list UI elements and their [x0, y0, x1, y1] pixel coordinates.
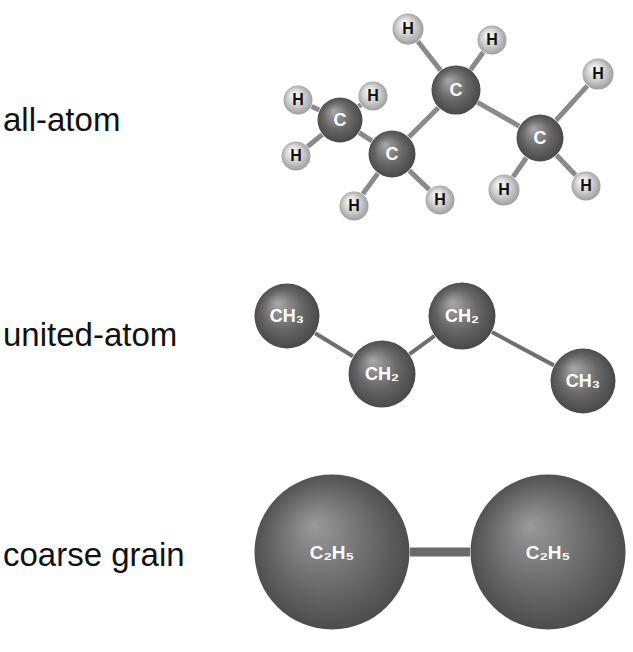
coarse-grain-bead: C₂H₅ [470, 474, 626, 630]
bond-line [312, 106, 320, 110]
bond-line [359, 105, 361, 107]
bond-line [410, 336, 435, 354]
bond-line [418, 42, 441, 71]
hydrogen-atom: H [281, 141, 311, 171]
row-label: all-atom [3, 100, 120, 140]
carbon-atom: C [431, 65, 481, 115]
hydrogen-atom: H [339, 191, 369, 221]
bond-line [315, 333, 353, 356]
carbon-atom: C [516, 114, 564, 162]
sphere-shape [393, 14, 424, 45]
atom-label: H [434, 192, 446, 208]
sphere-shape [369, 131, 416, 178]
sphere-shape [471, 475, 626, 630]
coarse-grain-bead: C₂H₅ [254, 474, 410, 630]
bond-line [410, 548, 470, 557]
bond-line [471, 52, 484, 70]
atom-label: H [486, 32, 498, 48]
bond-line [363, 173, 378, 194]
bond-line [513, 158, 526, 177]
hydrogen-atom: H [425, 185, 455, 215]
hydrogen-atom: H [571, 171, 601, 201]
atom-label: CH₃ [270, 307, 304, 325]
atom-label: H [592, 66, 604, 82]
sphere-shape [255, 284, 320, 349]
sphere-shape [340, 192, 369, 221]
bond-line [556, 86, 587, 120]
hydrogen-atom: H [477, 25, 507, 55]
sphere-shape [429, 283, 496, 350]
atom-label: H [348, 198, 360, 214]
atom-label: C₂H₅ [310, 543, 355, 562]
hydrogen-atom: H [582, 58, 614, 90]
sphere-shape [255, 475, 410, 630]
atom-label: C [334, 111, 347, 129]
bond-line [557, 155, 576, 175]
sphere-shape [282, 142, 311, 171]
sphere-shape [284, 86, 313, 115]
sphere-shape [517, 115, 564, 162]
atom-label: H [580, 178, 592, 194]
sphere-shape [432, 66, 481, 115]
atom-label: CH₂ [445, 307, 479, 325]
united-atom-bead: CH₂ [428, 282, 496, 350]
atom-label: CH₃ [566, 372, 600, 390]
united-atom-bead: CH₃ [550, 348, 616, 414]
sphere-shape [426, 186, 455, 215]
bond-line [359, 133, 372, 141]
atom-label: C [386, 145, 399, 163]
row-label: united-atom [3, 315, 177, 355]
sphere-shape [359, 82, 388, 111]
atom-label: H [290, 148, 302, 164]
sphere-shape [478, 26, 507, 55]
sphere-shape [318, 98, 363, 143]
hydrogen-atom: H [488, 174, 520, 206]
hydrogen-atom: H [392, 13, 424, 45]
carbon-atom: C [368, 130, 416, 178]
hydrogen-atom: H [358, 81, 388, 111]
hydrogen-atom: H [283, 85, 313, 115]
sphere-shape [489, 175, 520, 206]
sphere-shape [583, 59, 614, 90]
bond-line [409, 108, 438, 137]
atom-label: H [292, 92, 304, 108]
atom-label: C [534, 129, 547, 147]
atom-label: H [402, 21, 414, 37]
sphere-shape [551, 349, 616, 414]
atom-label: C [450, 81, 463, 99]
bond-line [308, 135, 323, 147]
row-label: coarse grain [3, 535, 185, 575]
sphere-shape [349, 341, 416, 408]
atom-label: H [498, 182, 510, 198]
atom-label: CH₂ [365, 365, 399, 383]
bond-line [492, 332, 554, 365]
united-atom-bead: CH₃ [254, 283, 320, 349]
atom-label: H [367, 88, 379, 104]
carbon-atom: C [317, 97, 363, 143]
united-atom-bead: CH₂ [348, 340, 416, 408]
bond-line [478, 102, 519, 126]
bond-line [409, 171, 429, 190]
sphere-shape [572, 172, 601, 201]
atom-label: C₂H₅ [526, 543, 571, 562]
